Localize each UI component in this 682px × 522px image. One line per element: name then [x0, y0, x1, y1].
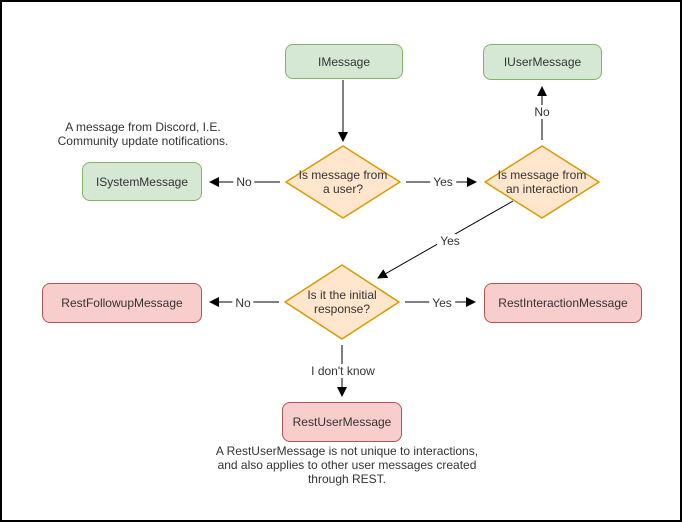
decision-is-message-from-interaction-label: Is message from an interaction: [497, 167, 587, 196]
node-restfollowupmessage-label: RestFollowupMessage: [61, 296, 183, 310]
annotation-rest-user-message-note: A RestUserMessage is not unique to inter…: [215, 444, 479, 487]
diamond-shape: [484, 145, 600, 219]
node-iusermessage-label: IUserMessage: [503, 55, 582, 69]
edge-label-initial-unknown: I don't know: [308, 364, 378, 378]
edge-label-interaction-no: No: [531, 105, 553, 119]
decision-is-initial-response: Is it the initial response?: [284, 264, 400, 340]
node-restfollowupmessage: RestFollowupMessage: [42, 283, 202, 323]
node-isystemmessage-label: ISystemMessage: [95, 174, 189, 189]
edge-label-user-no: No: [233, 175, 255, 189]
node-restinteractionmessage: RestInteractionMessage: [484, 283, 642, 323]
node-imessage: IMessage: [285, 44, 403, 79]
diamond-shape: [285, 145, 401, 219]
node-isystemmessage: ISystemMessage: [82, 162, 202, 201]
decision-is-message-from-user-label: Is message from a user?: [298, 167, 388, 196]
decision-is-message-from-user: Is message from a user?: [285, 145, 401, 219]
decision-is-initial-response-label: Is it the initial response?: [307, 287, 377, 316]
node-imessage-label: IMessage: [317, 54, 371, 69]
edge-label-initial-no: No: [232, 296, 254, 310]
edge-label-initial-yes: Yes: [429, 296, 455, 310]
node-restusermessage-label: RestUserMessage: [292, 415, 392, 429]
annotation-system-message-note: A message from Discord, I.E. Community u…: [57, 120, 229, 149]
diamond-shape: [284, 264, 400, 340]
node-restinteractionmessage-label: RestInteractionMessage: [498, 296, 628, 310]
edge-label-interaction-yes: Yes: [437, 234, 463, 248]
node-restusermessage: RestUserMessage: [282, 402, 402, 442]
edge-label-user-yes: Yes: [430, 175, 456, 189]
decision-is-message-from-interaction: Is message from an interaction: [484, 145, 600, 219]
node-iusermessage: IUserMessage: [483, 44, 602, 80]
